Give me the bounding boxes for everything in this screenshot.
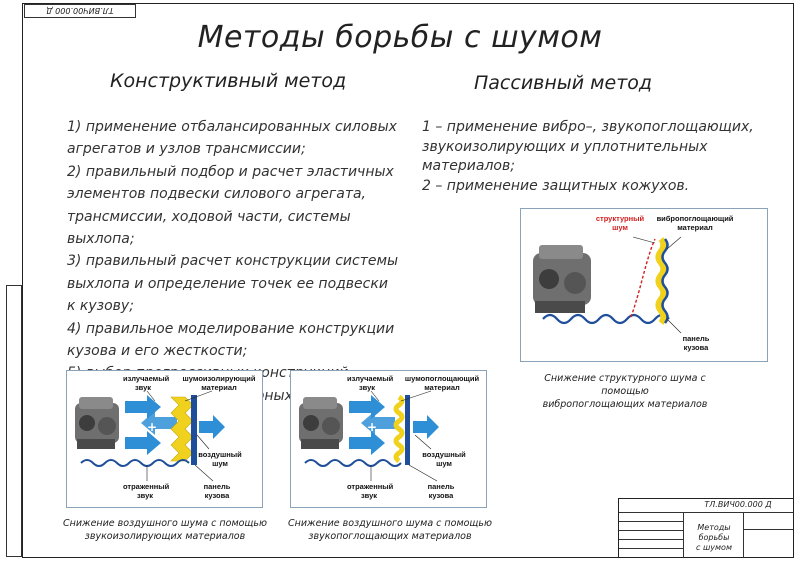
fig2-panel-label: панель кузова bbox=[427, 482, 455, 500]
fig1-caption: Снижение воздушного шума с помощью звуко… bbox=[63, 518, 267, 542]
fig3-caption: Снижение структурного шума с помощью виб… bbox=[542, 373, 708, 410]
tb-divider bbox=[743, 529, 793, 530]
corner-stamp: ТЛ.ВИЧ00.000 Д bbox=[24, 4, 136, 18]
fig1-panel-label: панель кузова bbox=[203, 482, 231, 500]
engine-icon bbox=[75, 397, 119, 449]
fig1-material-label: шумоизолирующий материал bbox=[182, 374, 256, 392]
fig3-material-label: вибропоглощающий материал bbox=[656, 214, 734, 232]
fig2-material-label: шумопоглощающий материал bbox=[404, 374, 480, 392]
margin-strip bbox=[6, 285, 22, 557]
figure-sound-insulation-drawing: + bbox=[75, 390, 225, 482]
passive-list: 1 – применение вибро–, звукопоглощающих,… bbox=[422, 119, 754, 194]
tb-divider bbox=[619, 512, 793, 513]
figure-sound-insulation: + излучаемый звук шумоизолирующий матери… bbox=[66, 370, 263, 508]
constructive-heading: Конструктивный метод bbox=[110, 70, 347, 92]
svg-text:+: + bbox=[367, 420, 377, 434]
tb-divider bbox=[619, 539, 683, 540]
svg-text:+: + bbox=[147, 420, 157, 434]
engine-icon bbox=[533, 245, 591, 313]
tb-divider bbox=[619, 530, 683, 531]
tb-name: Методы борьбы с шумом bbox=[696, 523, 732, 552]
tb-divider bbox=[683, 512, 684, 558]
fig3-structural-label: структурный шум bbox=[595, 214, 645, 232]
tb-code: ТЛ.ВИЧ00.000 Д bbox=[704, 500, 772, 509]
title-block: ТЛ.ВИЧ00.000 Д Методы борьбы с шумом bbox=[618, 498, 794, 558]
constructive-list: 1) применение отбалансированных силовых … bbox=[67, 119, 405, 404]
fig2-caption: Снижение воздушного шума с помощью звуко… bbox=[288, 518, 492, 542]
fig2-radiated-label: излучаемый звук bbox=[347, 374, 394, 392]
tb-divider bbox=[619, 548, 683, 549]
figure-sound-absorption: + излучаемый звук шумопоглощающий матери… bbox=[290, 370, 487, 508]
engine-icon bbox=[299, 397, 343, 449]
fig2-airborne-label: воздушный шум bbox=[422, 450, 466, 468]
fig1-radiated-label: излучаемый звук bbox=[123, 374, 170, 392]
fig2-reflected-label: отраженный звук bbox=[347, 482, 394, 500]
figure-vibration-damping: структурный шум вибропоглощающий материа… bbox=[520, 208, 768, 362]
passive-heading: Пассивный метод bbox=[474, 72, 653, 94]
drawing-frame bbox=[22, 3, 794, 558]
figure-sound-absorption-drawing: + bbox=[299, 390, 439, 482]
fig1-reflected-label: отраженный звук bbox=[123, 482, 170, 500]
page-title: Методы борьбы с шумом bbox=[197, 20, 603, 55]
fig3-panel-label: панель кузова bbox=[682, 334, 710, 352]
tb-divider bbox=[619, 521, 683, 522]
figure-vibration-damping-drawing bbox=[533, 236, 682, 334]
fig1-airborne-label: воздушный шум bbox=[198, 450, 242, 468]
tb-divider bbox=[743, 512, 744, 558]
